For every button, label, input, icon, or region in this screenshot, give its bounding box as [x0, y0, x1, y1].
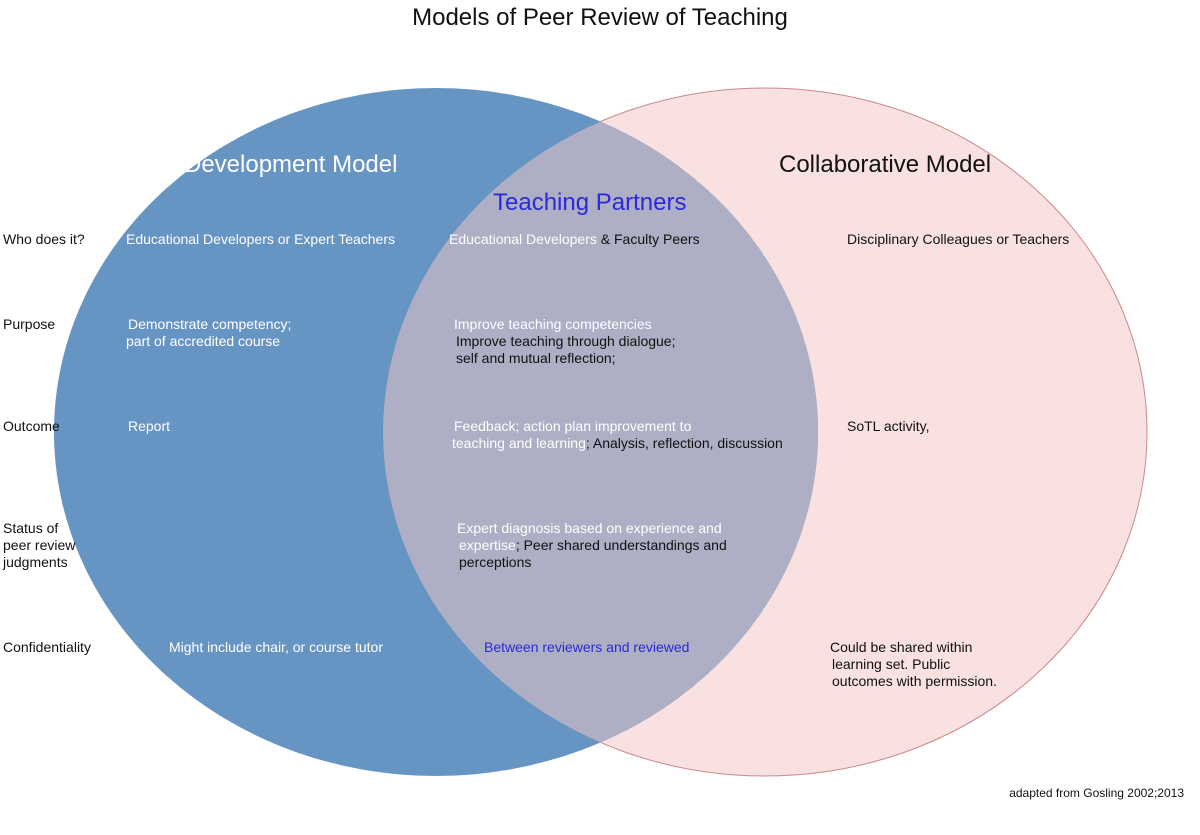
row-label-status-line: peer review: [3, 537, 76, 553]
row-label-status: Status of peer review judgments: [3, 520, 75, 571]
partners-who-part: & Faculty Peers: [596, 231, 700, 247]
partners-status: Expert diagnosis based on experience and…: [457, 520, 727, 571]
collaborative-outcome: SoTL activity,: [847, 418, 930, 434]
partners-outcome-line: Feedback; action plan improvement to: [454, 418, 692, 434]
partners-who-part: Educational Developers: [449, 231, 597, 247]
partners-status-line: Expert diagnosis based on experience and: [457, 520, 722, 536]
row-label-status-line: judgments: [3, 554, 68, 570]
overlap-region: [383, 88, 818, 776]
row-label-who: Who does it?: [3, 231, 85, 247]
collaborative-who: Disciplinary Colleagues or Teachers: [847, 231, 1070, 247]
row-label-outcome: Outcome: [3, 418, 60, 434]
partners-outcome: Feedback; action plan improvement to tea…: [452, 418, 783, 452]
development-confidentiality: Might include chair, or course tutor: [169, 639, 383, 655]
collaborative-confidentiality: Could be shared within learning set. Pub…: [830, 639, 997, 690]
development-purpose-line: part of accredited course: [126, 333, 281, 349]
partners-status-part: ; Peer shared understandings and: [515, 537, 727, 553]
collaborative-confidentiality-line: outcomes with permission.: [832, 673, 997, 689]
row-label-status-line: Status of: [3, 520, 59, 536]
development-purpose-line: Demonstrate competency;: [128, 316, 292, 332]
partners-confidentiality: Between reviewers and reviewed: [484, 639, 690, 655]
partners-purpose-line: Improve teaching through dialogue;: [456, 333, 676, 349]
collaborative-confidentiality-line: learning set. Public: [832, 656, 951, 672]
partners-status-part: expertise: [459, 537, 516, 553]
development-purpose: Demonstrate competency; part of accredit…: [126, 316, 291, 350]
diagram-title: Models of Peer Review of Teaching: [412, 4, 788, 31]
partners-outcome-part: teaching and learning: [452, 435, 586, 451]
partners-status-line: perceptions: [459, 554, 532, 570]
partners-purpose: Improve teaching competencies Improve te…: [454, 316, 675, 367]
footnote: adapted from Gosling 2002;2013: [1009, 786, 1184, 800]
partners-purpose-line: self and mutual reflection;: [456, 350, 616, 366]
row-label-purpose: Purpose: [3, 316, 56, 332]
partners-who: Educational Developers & Faculty Peers: [449, 231, 700, 248]
collaborative-model-title: Collaborative Model: [779, 151, 992, 178]
collaborative-confidentiality-line: Could be shared within: [830, 639, 973, 655]
development-outcome: Report: [128, 418, 171, 434]
development-who: Educational Developers or Expert Teacher…: [126, 231, 396, 247]
development-model-title: Development Model: [184, 151, 398, 178]
partners-outcome-part: ; Analysis, reflection, discussion: [585, 435, 783, 451]
row-label-confidentiality: Confidentiality: [3, 639, 91, 655]
partners-purpose-line: Improve teaching competencies: [454, 316, 652, 332]
teaching-partners-title: Teaching Partners: [493, 189, 687, 216]
